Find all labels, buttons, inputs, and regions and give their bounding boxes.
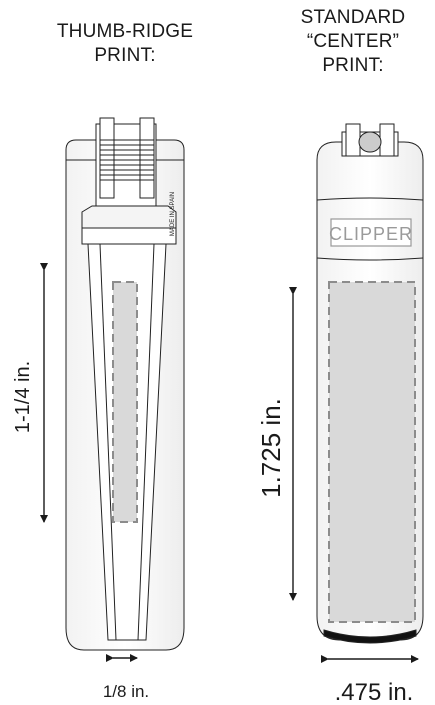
made-in-spain-stamp: MADE IN SPAIN bbox=[170, 192, 176, 236]
center-width-label: .475 in. bbox=[335, 679, 414, 705]
channel-inner-right bbox=[137, 243, 155, 641]
clipper-logo-box bbox=[330, 218, 412, 247]
left-valve-housing bbox=[81, 227, 177, 245]
thumb-ridge-block bbox=[81, 205, 177, 229]
channel-inner-left bbox=[99, 243, 117, 641]
right-flint-wheel-icon bbox=[358, 131, 382, 153]
thumb-ridge-heading-line-1: THUMB-RIDGE bbox=[56, 21, 194, 42]
center-print-heading-line-3: PRINT: bbox=[322, 55, 384, 76]
flint-wheel-icon bbox=[100, 139, 154, 181]
right-head-post-left bbox=[345, 123, 361, 157]
center-print-area bbox=[328, 281, 416, 623]
thumb-ridge-height-label: 1-1/4 in. bbox=[12, 361, 34, 433]
thumb-ridge-heading: THUMB-RIDGE PRINT: bbox=[20, 20, 230, 68]
center-print-heading-line-2: “CENTER” bbox=[306, 31, 400, 52]
right-tank-line bbox=[316, 257, 424, 261]
left-head-post-left bbox=[99, 117, 115, 199]
clipper-logo-text: CLIPPER bbox=[329, 224, 413, 244]
center-print-heading: STANDARD “CENTER” PRINT: bbox=[278, 6, 428, 78]
thumb-ridge-width-label: 1/8 in. bbox=[103, 682, 149, 701]
thumb-ridge-print-area bbox=[112, 281, 138, 523]
right-lighter-base bbox=[323, 629, 417, 644]
thumb-ridge-heading-line-2: PRINT: bbox=[94, 45, 156, 66]
center-height-label: 1.725 in. bbox=[256, 398, 286, 498]
left-head-post-right bbox=[139, 117, 155, 199]
center-print-heading-line-1: STANDARD bbox=[300, 7, 406, 28]
right-cap-line bbox=[316, 197, 424, 201]
right-head-post-right bbox=[379, 123, 395, 157]
